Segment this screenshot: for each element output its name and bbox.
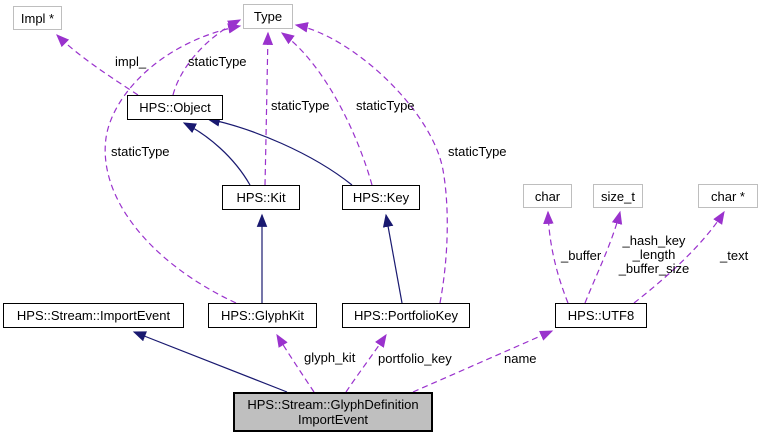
- node-hps-object[interactable]: HPS::Object: [127, 95, 223, 120]
- edge-label-statictype-kit: staticType: [271, 98, 330, 113]
- edge-inherit-main-to-importevent: [132, 331, 288, 393]
- edge-label-impl: impl_: [115, 54, 147, 69]
- edge-label-statictype-object: staticType: [188, 54, 247, 69]
- edge-label-portfolio-key: portfolio_key: [378, 351, 452, 366]
- edge-use-main-to-utf8: [412, 330, 554, 393]
- edge-label-hashkey-length-buffersize: _hash_key _length _buffer_size: [605, 234, 703, 276]
- edge-inherit-kit-to-object: [182, 122, 251, 186]
- edge-label-statictype-glyphkit: staticType: [111, 144, 170, 159]
- node-char-ptr: char *: [698, 184, 758, 208]
- edge-label-name: name: [504, 351, 537, 366]
- edge-use-main-to-portfoliokey: [345, 333, 387, 393]
- edge-label-glyph-kit: glyph_kit: [304, 350, 356, 365]
- node-hps-portfoliokey[interactable]: HPS::PortfolioKey: [342, 303, 470, 328]
- node-char: char: [523, 184, 572, 208]
- node-hps-utf8[interactable]: HPS::UTF8: [555, 303, 647, 328]
- main-node-line2: ImportEvent: [297, 412, 369, 427]
- edge-label-statictype-key: staticType: [356, 98, 415, 113]
- node-main-glyphdefinitionimportevent: HPS::Stream::GlyphDefinition ImportEvent: [233, 392, 433, 432]
- edge-label-length: _length: [632, 247, 676, 262]
- edge-label-text: _text: [720, 248, 749, 263]
- edge-label-buffer: _buffer: [561, 248, 602, 263]
- edge-use-utf8-to-charptr: [633, 210, 725, 304]
- edge-label-statictype-portfoliokey: staticType: [448, 144, 507, 159]
- edge-use-glyphkit-to-type: [104, 23, 242, 304]
- edge-use-kit-to-type: [262, 31, 274, 186]
- node-size-t: size_t: [593, 184, 643, 208]
- node-hps-kit[interactable]: HPS::Kit: [222, 185, 300, 210]
- node-hps-key[interactable]: HPS::Key: [342, 185, 420, 210]
- edge-inherit-portfoliokey-to-key: [382, 213, 403, 304]
- edge-use-key-to-type: [280, 32, 373, 186]
- edge-use-main-to-glyphkit: [276, 333, 315, 393]
- edge-use-portfoliokey-to-type: [294, 22, 448, 304]
- edge-inherit-key-to-object: [206, 116, 353, 186]
- edge-label-hash-key: _hash_key: [622, 233, 686, 248]
- edge-use-utf8-to-char: [543, 210, 569, 304]
- node-hps-glyphkit[interactable]: HPS::GlyphKit: [208, 303, 317, 328]
- node-type: Type: [243, 4, 293, 29]
- main-node-line1: HPS::Stream::GlyphDefinition: [247, 397, 419, 412]
- node-hps-stream-importevent[interactable]: HPS::Stream::ImportEvent: [3, 303, 184, 328]
- node-impl-ptr: Impl *: [13, 6, 62, 30]
- edge-use-object-to-implptr: [56, 34, 139, 96]
- edge-label-buffer-size: _buffer_size: [618, 261, 690, 276]
